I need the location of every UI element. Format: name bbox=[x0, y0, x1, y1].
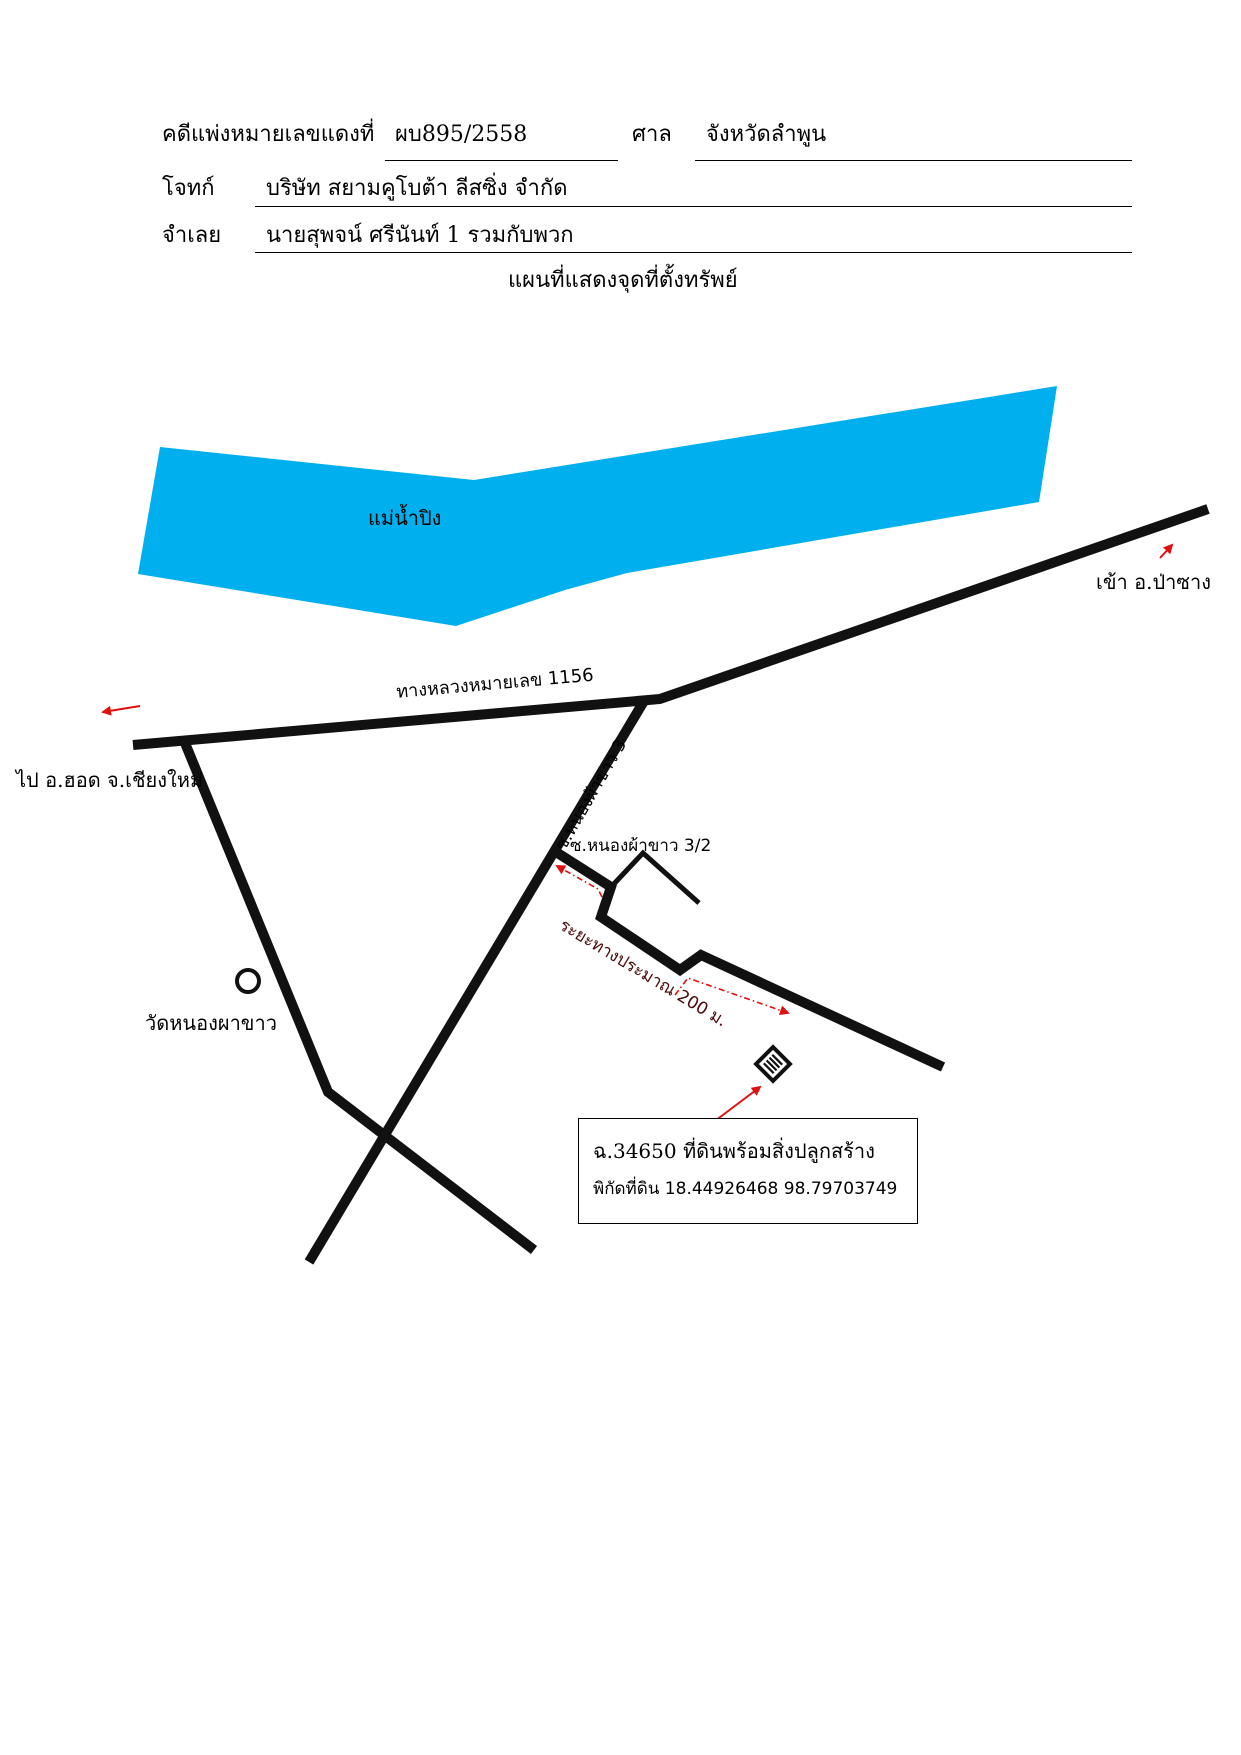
soi-3-road bbox=[304, 698, 649, 1265]
defendant-name: นายสุพจน์ ศรีนันท์ 1 รวมกับพวก bbox=[266, 223, 574, 248]
court-name: จังหวัดลำพูน bbox=[706, 122, 827, 147]
river-label: แม่น้ำปิง bbox=[368, 506, 442, 530]
property-title: ฉ.34650 ที่ดินพร้อมสิ่งปลูกสร้าง bbox=[593, 1139, 875, 1163]
court-name-rule bbox=[695, 160, 1132, 161]
plaintiff-rule bbox=[255, 206, 1132, 207]
property-marker-icon bbox=[753, 1044, 793, 1084]
defendant-rule bbox=[255, 252, 1132, 253]
case-number: ผบ895/2558 bbox=[395, 122, 528, 147]
court-label: ศาล bbox=[632, 122, 672, 147]
defendant-label: จำเลย bbox=[162, 223, 222, 248]
river-area bbox=[138, 386, 1057, 626]
to-hot-label: ไป อ.ฮอด จ.เชียงใหม่ bbox=[16, 768, 204, 792]
map-title: แผนที่แสดงจุดที่ตั้งทรัพย์ bbox=[508, 268, 738, 293]
case-label: คดีแพ่งหมายเลขแดงที่ bbox=[162, 122, 375, 147]
arrow-icon bbox=[101, 705, 141, 716]
arrow-icon bbox=[1159, 543, 1174, 559]
temple-circle-icon bbox=[235, 968, 261, 994]
soi-3-2-label: ซ.หนองผ้าขาว 3/2 bbox=[570, 836, 712, 856]
highway-1156-road bbox=[132, 504, 1210, 750]
to-pa-sang-label: เข้า อ.ป่าซาง bbox=[1096, 570, 1211, 594]
case-number-rule bbox=[385, 160, 618, 161]
soi-3-2-branch bbox=[609, 849, 701, 905]
property-coords: พิกัดที่ดิน 18.44926468 98.79703749 bbox=[593, 1179, 898, 1199]
soi-3-2-road bbox=[553, 847, 946, 1072]
temple-label: วัดหนองผาขาว bbox=[145, 1011, 277, 1035]
temple-road bbox=[180, 741, 538, 1254]
plaintiff-label: โจทก์ bbox=[162, 176, 215, 201]
plaintiff-name: บริษัท สยามคูโบต้า ลีสซิ่ง จำกัด bbox=[266, 176, 568, 201]
distance-path bbox=[555, 865, 603, 898]
property-info-box: ฉ.34650 ที่ดินพร้อมสิ่งปลูกสร้าง พิกัดที… bbox=[578, 1118, 918, 1224]
